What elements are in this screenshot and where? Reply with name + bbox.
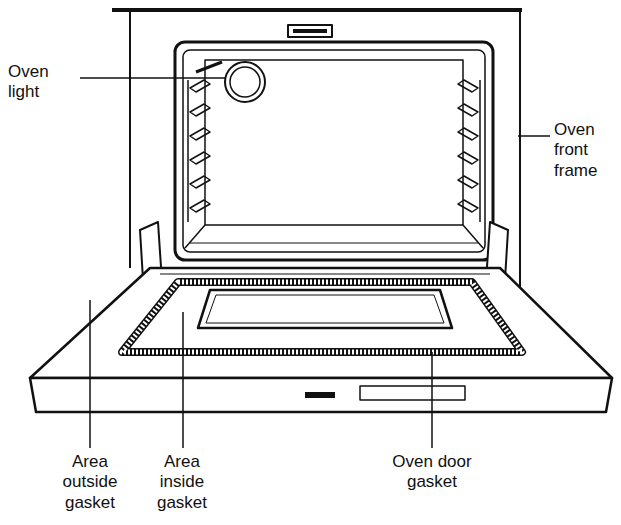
part-label: Area inside gasket (142, 452, 222, 513)
cavity-opening (183, 50, 485, 252)
oven-door (30, 268, 612, 378)
oven-light (230, 67, 260, 97)
floor-edge (190, 243, 478, 244)
leader-line (80, 78, 550, 448)
cabinet-side (519, 10, 521, 300)
door-gasket (122, 282, 522, 352)
door-front (30, 378, 612, 412)
broil-element (196, 62, 222, 72)
rack-supports (458, 80, 480, 222)
cabinet-top (112, 8, 522, 12)
vent-slot (293, 29, 327, 33)
cavity-opening (175, 42, 493, 260)
door-inner-edge (160, 274, 490, 275)
door-gasket (122, 282, 522, 352)
part-label: Oven door gasket (377, 452, 487, 493)
door-badge (305, 392, 335, 398)
floor-edge (185, 225, 205, 248)
oven-light (225, 62, 265, 102)
back-wall (205, 60, 463, 225)
door-handle (360, 386, 465, 400)
rack-supports (188, 80, 210, 222)
part-label: Oven front frame (554, 120, 616, 181)
vent-slot (288, 25, 332, 37)
part-label: Area outside gasket (50, 452, 130, 513)
cabinet-side (129, 10, 131, 268)
door-window (198, 290, 452, 328)
part-label: Oven light (8, 62, 60, 103)
floor-edge (463, 225, 483, 248)
door-window (206, 295, 444, 323)
